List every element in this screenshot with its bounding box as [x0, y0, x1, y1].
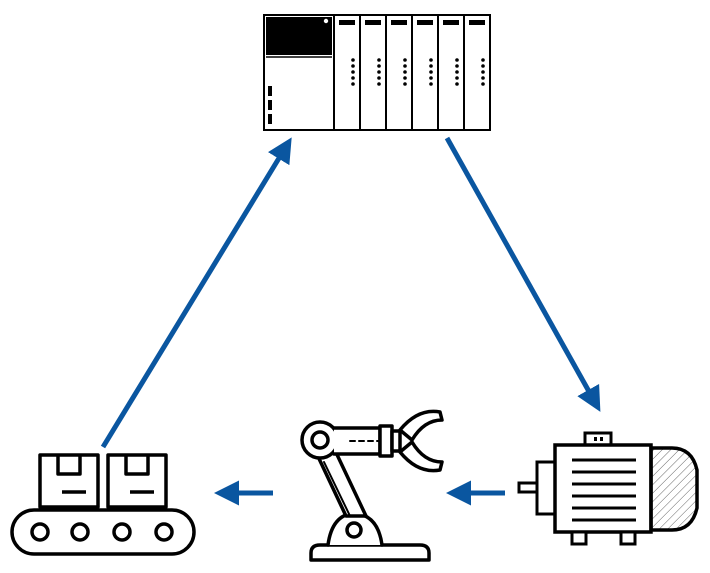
electric-motor-icon [517, 431, 699, 546]
arrow-conveyor-to-plc [100, 137, 292, 449]
plc-controller-icon [263, 14, 491, 131]
plc-io-modules [333, 14, 491, 131]
robotic-arm-icon [300, 409, 444, 562]
arrow-plc-to-motor [444, 136, 601, 412]
conveyor-belt-icon [10, 453, 196, 556]
flow-arrows [100, 136, 601, 506]
